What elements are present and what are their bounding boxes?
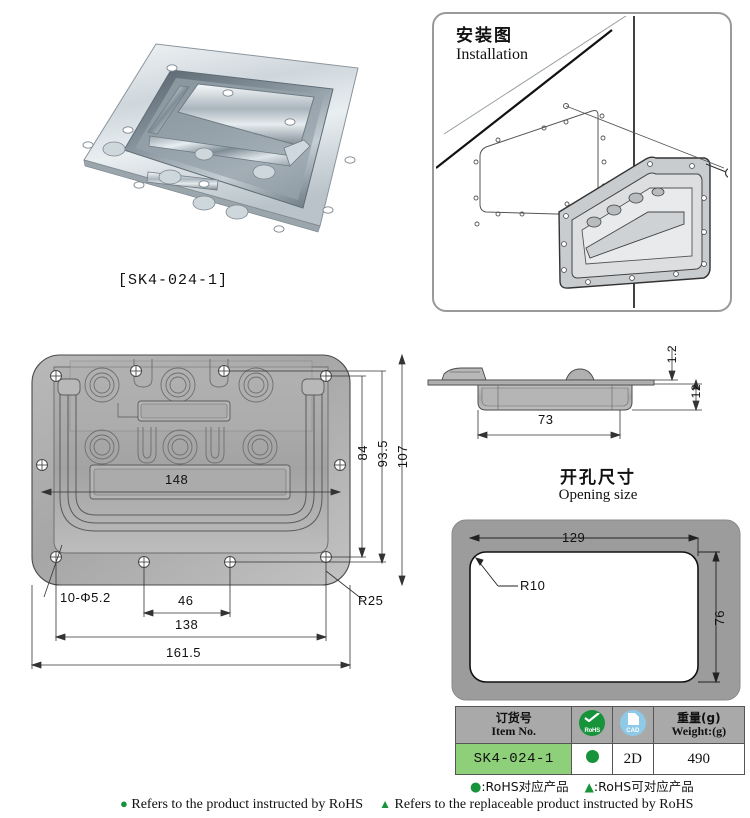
dim-93-5: 93.5: [375, 440, 390, 468]
cad-icon: CAD: [619, 709, 646, 736]
legend-chinese: ●:RoHS对应产品 ▲:RoHS可对应产品: [470, 776, 694, 795]
legend-dot-text-en: Refers to the product instructed by RoHS: [131, 797, 364, 812]
dim-r25: R25: [358, 593, 384, 608]
header-weight: 重量(g) Weight:(g): [652, 706, 746, 744]
installation-title-cn: 安装图: [456, 26, 513, 46]
cell-cad: 2D: [612, 743, 654, 775]
header-cad: CAD: [612, 706, 654, 744]
installation-title: 安装图 Installation: [456, 26, 528, 64]
dim-161-5: 161.5: [166, 645, 202, 660]
main-dimension-drawing: 148 46 138 161.5 84 93.5 107 R25 10-Φ5.2: [10, 345, 420, 690]
product-photo-caption: [SK4-024-1]: [118, 272, 229, 289]
opening-size-title-cn: 开孔尺寸: [560, 468, 636, 488]
cell-rohs: [571, 743, 613, 775]
header-item-no: 订货号 Item No.: [454, 706, 573, 744]
legend-dot-text-cn: :RoHS对应产品: [481, 779, 569, 794]
header-item-no-en: Item No.: [491, 724, 537, 738]
dim-hole-callout: 10-Φ5.2: [60, 590, 111, 605]
legend-english: ● Refers to the product instructed by Ro…: [120, 796, 693, 813]
cell-item-no: SK4-024-1: [454, 743, 573, 775]
dim-107: 107: [395, 445, 410, 469]
specification-table: 订货号 Item No. RoHS CAD 重量(g): [454, 706, 746, 775]
dim-76: 76: [712, 610, 727, 626]
product-photo: [28, 20, 388, 270]
cad-icon-label: CAD: [626, 727, 640, 734]
side-view-drawing: 73 1.2 12: [420, 340, 710, 460]
rohs-icon: RoHS: [579, 709, 606, 736]
table-row: SK4-024-1 2D 490: [454, 743, 746, 775]
rohs-icon-label: RoHS: [584, 727, 600, 734]
header-rohs: RoHS: [571, 706, 613, 744]
legend-triangle-symbol-en: ▲: [379, 797, 391, 811]
dim-r10: R10: [520, 578, 546, 593]
legend-dot-symbol-cn: ●: [470, 780, 482, 795]
header-weight-cn: 重量(g): [677, 711, 721, 726]
opening-size-title-en: Opening size: [558, 486, 638, 503]
document-icon: [627, 712, 639, 725]
dim-129: 129: [562, 530, 586, 545]
dim-73: 73: [538, 412, 554, 427]
table-header-row: 订货号 Item No. RoHS CAD 重量(g): [454, 706, 746, 744]
dim-12: 12: [689, 384, 703, 399]
dim-46: 46: [178, 593, 194, 608]
dim-1-2: 1.2: [665, 345, 679, 364]
cell-weight: 490: [652, 743, 746, 775]
header-weight-en: Weight:(g): [671, 724, 727, 738]
dim-138: 138: [175, 617, 199, 632]
installation-diagram: [435, 11, 736, 313]
legend-dot-symbol-en: ●: [120, 796, 128, 811]
legend-triangle-symbol-cn: ▲: [584, 780, 594, 794]
opening-size-title: 开孔尺寸 Opening size: [448, 468, 748, 504]
rohs-status-dot: [585, 750, 599, 763]
dim-84: 84: [355, 445, 370, 461]
installation-title-en: Installation: [456, 45, 528, 63]
legend-triangle-text-cn: :RoHS可对应产品: [593, 779, 694, 794]
dim-148: 148: [165, 472, 189, 487]
header-item-no-cn: 订货号: [495, 711, 532, 726]
opening-size-panel: 开孔尺寸 Opening size: [448, 468, 748, 710]
legend-triangle-text-en: Refers to the replaceable product instru…: [394, 797, 694, 812]
